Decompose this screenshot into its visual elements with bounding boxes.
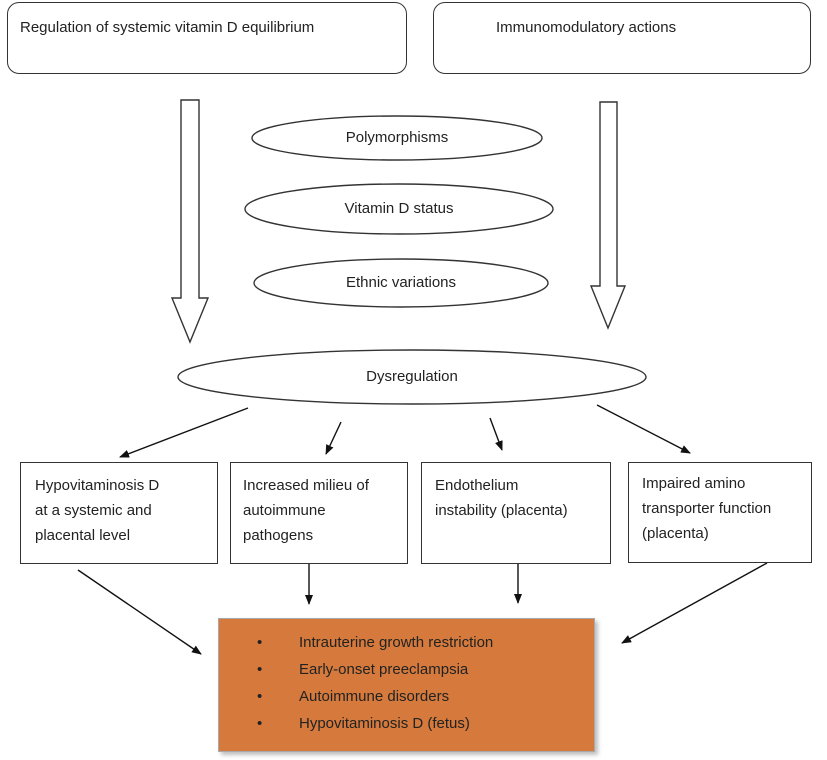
top-box-vitamin-d-equilibrium: Regulation of systemic vitamin D equilib… bbox=[7, 2, 407, 74]
bullet-marker: • bbox=[257, 634, 263, 651]
bullet-marker: • bbox=[257, 688, 263, 705]
arrow-dysregulation-to-effect-1 bbox=[119, 407, 249, 458]
arrow-effect-1-to-outcomes bbox=[77, 569, 202, 655]
effect-3-line-1: Endothelium bbox=[435, 477, 519, 494]
bullet-marker: • bbox=[257, 715, 263, 732]
block-arrow-right bbox=[589, 101, 627, 330]
factor-ellipse-ethnic-variations bbox=[253, 258, 549, 308]
effect-1-line-3: placental level bbox=[35, 527, 131, 544]
top-box-immunomodulatory-actions: Immunomodulatory actions bbox=[433, 2, 811, 74]
outcome-item: • Hypovitaminosis D (fetus) bbox=[257, 710, 493, 737]
arrow-dysregulation-to-effect-2 bbox=[325, 421, 342, 455]
outcome-item: • Autoimmune disorders bbox=[257, 683, 493, 710]
outcome-label: Early-onset preeclampsia bbox=[299, 661, 469, 678]
arrow-dysregulation-to-effect-3 bbox=[489, 417, 503, 451]
outcome-label: Intrauterine growth restriction bbox=[299, 634, 494, 651]
effect-3-line-2: instability (placenta) bbox=[435, 502, 568, 519]
effect-box-amino-transporter: Impaired amino transporter function (pla… bbox=[628, 462, 812, 563]
top-box-right-label: Immunomodulatory actions bbox=[496, 19, 677, 36]
effect-4-line-3: (placenta) bbox=[642, 525, 709, 542]
effect-2-line-3: pathogens bbox=[243, 527, 314, 544]
dysregulation-ellipse bbox=[177, 349, 647, 405]
factor-label-ethnic-variations: Ethnic variations bbox=[345, 274, 457, 291]
outcomes-box: • Intrauterine growth restriction • Earl… bbox=[218, 618, 595, 752]
outcome-item: • Intrauterine growth restriction bbox=[257, 629, 493, 656]
effect-box-autoimmune-pathogens: Increased milieu of autoimmune pathogens bbox=[230, 462, 408, 564]
factor-ellipse-vitamin-d-status bbox=[244, 183, 554, 235]
top-box-left-label: Regulation of systemic vitamin D equilib… bbox=[20, 19, 315, 36]
outcome-item: • Early-onset preeclampsia bbox=[257, 656, 493, 683]
factor-label-polymorphisms: Polymorphisms bbox=[345, 129, 449, 146]
arrow-effect-4-to-outcomes bbox=[621, 562, 768, 644]
factor-label-vitamin-d-status: Vitamin D status bbox=[344, 200, 454, 217]
dysregulation-label: Dysregulation bbox=[366, 368, 458, 385]
bullet-marker: • bbox=[257, 661, 263, 678]
arrow-dysregulation-to-effect-4 bbox=[596, 404, 691, 454]
effect-4-line-1: Impaired amino bbox=[642, 475, 746, 492]
outcome-label: Hypovitaminosis D (fetus) bbox=[299, 715, 470, 732]
effect-1-line-1: Hypovitaminosis D bbox=[35, 477, 160, 494]
effect-1-line-2: at a systemic and bbox=[35, 502, 152, 519]
factor-ellipse-polymorphisms bbox=[251, 115, 543, 161]
effect-4-line-2: transporter function bbox=[642, 500, 772, 517]
effect-box-hypovitaminosis: Hypovitaminosis D at a systemic and plac… bbox=[20, 462, 218, 564]
outcomes-list: • Intrauterine growth restriction • Earl… bbox=[257, 629, 493, 737]
effect-2-line-1: Increased milieu of bbox=[243, 477, 369, 494]
effect-2-line-2: autoimmune bbox=[243, 502, 326, 519]
outcome-label: Autoimmune disorders bbox=[299, 688, 450, 705]
effect-box-endothelium-instability: Endothelium instability (placenta) bbox=[421, 462, 611, 564]
block-arrow-left bbox=[170, 99, 210, 344]
